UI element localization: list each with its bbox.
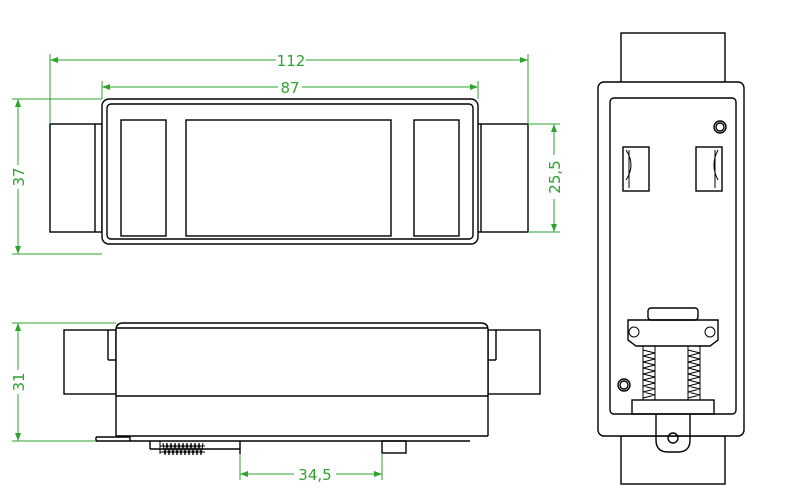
dim-clip-offset: 34,5	[239, 453, 383, 484]
overall-height-label: 37	[10, 167, 28, 186]
overall-length-label: 112	[277, 52, 306, 70]
dim-side-height: 31	[10, 322, 116, 442]
left-clip-slot	[622, 146, 650, 192]
right-clip-slot	[695, 146, 723, 192]
device-body-side	[115, 322, 489, 436]
clip-offset-label: 34,5	[298, 466, 331, 484]
dim-overall-length: 112	[49, 51, 529, 124]
left-connector	[49, 123, 103, 233]
back-view	[597, 32, 745, 485]
display-window	[185, 119, 392, 237]
connector-height-label: 25,5	[546, 160, 564, 193]
side-height-label: 31	[10, 372, 28, 391]
body-length-label: 87	[280, 79, 299, 97]
top-view	[49, 98, 529, 245]
latch-slider	[631, 399, 715, 415]
device-body-top	[101, 98, 479, 245]
back-housing	[597, 81, 745, 437]
left-window	[120, 119, 167, 237]
right-window	[413, 119, 460, 237]
side-clip-tab	[381, 440, 407, 454]
side-spring	[162, 442, 204, 456]
dim-overall-height: 37	[10, 98, 102, 255]
dim-connector-height: 25,5	[528, 123, 564, 233]
spring-right	[687, 349, 701, 399]
side-view	[63, 322, 541, 456]
right-connector	[473, 123, 529, 233]
dim-body-length: 87	[101, 78, 479, 99]
spring-left	[642, 349, 656, 399]
rail-top	[620, 32, 726, 84]
latch-bar	[627, 319, 719, 347]
pull-tab	[655, 414, 691, 453]
screw-hole-top	[713, 120, 727, 134]
screw-hole-bottom	[617, 378, 631, 392]
